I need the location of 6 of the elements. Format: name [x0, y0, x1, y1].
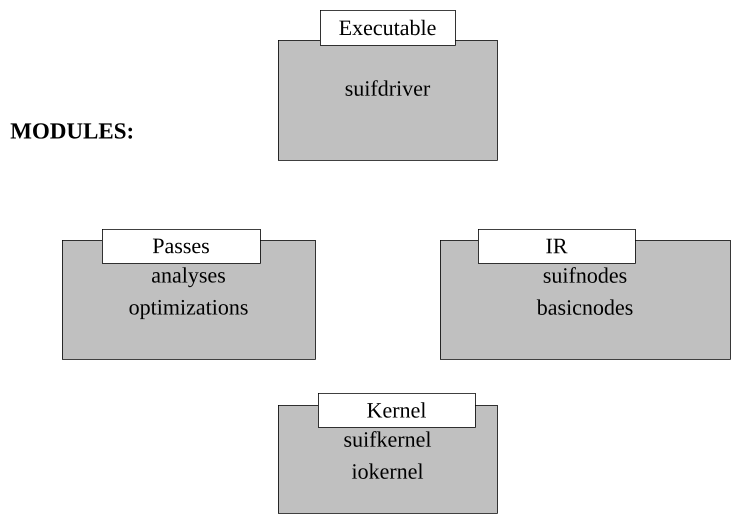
module-box: Executable suifdriver	[278, 10, 498, 161]
module-box: Passes analyses optimizations	[62, 228, 316, 360]
module-box: IR suifnodes basicnodes	[440, 228, 731, 360]
module-box: Kernel suifkernel iokernel	[278, 392, 498, 514]
section-heading: MODULES:	[10, 123, 132, 139]
node-label: Executable	[339, 20, 436, 36]
